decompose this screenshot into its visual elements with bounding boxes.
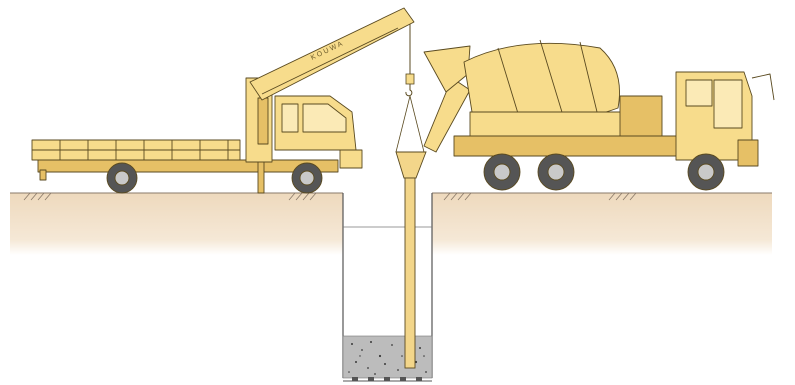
hoist-block: [406, 74, 414, 84]
truck-chassis: [38, 160, 338, 172]
tremie-hopper: [396, 152, 426, 178]
mixer-water-tank: [620, 96, 662, 136]
front-bumper-crane: [340, 150, 362, 168]
mixer-mirror: [752, 74, 774, 100]
mixer-rear-wheel-2: [538, 154, 574, 190]
crane-boom: [250, 8, 414, 100]
concrete-mixer-truck-icon: [424, 40, 774, 190]
crane-cab-door-window: [282, 104, 298, 132]
crane-truck-front-wheel: [292, 163, 322, 193]
mixer-front-wheel: [688, 154, 724, 190]
crane-truck-icon: KOUWA: [32, 8, 414, 193]
outrigger-jack-front: [258, 160, 264, 193]
ground: [10, 193, 772, 255]
outrigger-jack-rear: [40, 170, 46, 180]
tremie-pipe-icon: [396, 18, 426, 368]
concrete-fill: [343, 336, 432, 378]
mixer-rear-wheel-1: [484, 154, 520, 190]
crane-truck-rear-wheel: [107, 163, 137, 193]
crane-cylinder: [258, 98, 268, 144]
crane-hook-icon: [406, 84, 412, 96]
mixer-frame: [454, 136, 680, 156]
mixer-front-bumper: [738, 140, 758, 166]
tremie-pipe: [405, 178, 415, 368]
excavation-pit-icon: [343, 193, 432, 381]
mixer-cab-door: [714, 80, 742, 128]
sling-ropes: [396, 96, 424, 152]
ground-right: [432, 193, 772, 255]
crane-boom-inner: [262, 28, 398, 94]
ground-left: [10, 193, 343, 255]
mixer-cab-window: [686, 80, 712, 106]
